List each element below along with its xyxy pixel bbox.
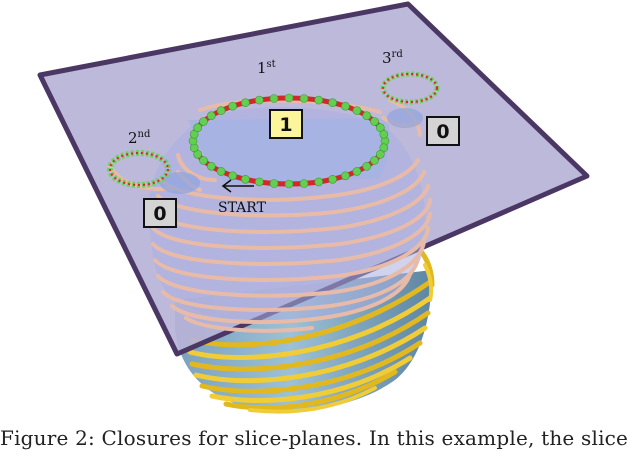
second-label: 2nd [128,129,151,147]
loop-bead [228,101,237,111]
ordinal-labels: 1st 2nd 3rd START [128,49,403,216]
box-left-value: 0 [153,203,166,225]
first-label: 1st [257,59,276,77]
loop-bead [216,106,226,115]
loop-bead [370,156,379,165]
loop-bead [362,111,372,120]
loop-bead [370,117,379,126]
loop-bead [189,130,199,139]
box-main: 1 [269,109,303,139]
loop-bead [193,123,202,132]
loop-bead [284,179,294,189]
third-loop [380,71,440,105]
loop-bead [207,162,216,171]
loop-bead [254,177,264,187]
loop-bead [193,150,202,159]
first-loop-beads [188,93,390,189]
loop-bead [379,130,389,139]
loop-bead [375,123,385,132]
loop-bead [314,177,324,187]
loop-bead [269,179,279,188]
loop-bead [199,117,208,126]
loop-bead [284,93,294,103]
loop-bead [216,167,226,176]
box-right: 0 [426,116,460,146]
loop-bead [241,98,250,107]
loop-bead [352,167,362,176]
box-main-value: 1 [279,114,292,136]
third-label: 3rd [382,49,403,67]
loop-bead [241,175,250,184]
box-left: 0 [143,198,177,228]
loop-bead [375,150,385,159]
lower-contour-rings [187,247,435,414]
loop-bead [228,171,237,181]
start-label: START [218,200,267,216]
second-loop [107,150,171,188]
loop-bead [379,143,389,152]
loop-bead [362,162,372,171]
loop-bead [269,94,279,103]
side-bumps [160,108,423,194]
loop-bead [328,98,337,107]
slice-plane-figure: 1st 2nd 3rd START 1 0 0 [37,1,590,414]
first-loop [188,93,390,189]
loop-bead [352,106,362,115]
start-arrow [221,179,254,193]
box-right-value: 0 [436,121,449,143]
loop-bead [314,95,324,105]
loop-bead [341,101,350,111]
loop-bead [328,175,337,184]
loop-bead [199,156,208,165]
loop-bead [207,111,216,120]
loop-bead [254,95,264,105]
loop-bead [299,94,309,103]
figure-caption: Figure 2: Closures for slice-planes. In … [0,426,628,450]
loop-bead [299,179,309,188]
loop-bead [341,171,350,181]
